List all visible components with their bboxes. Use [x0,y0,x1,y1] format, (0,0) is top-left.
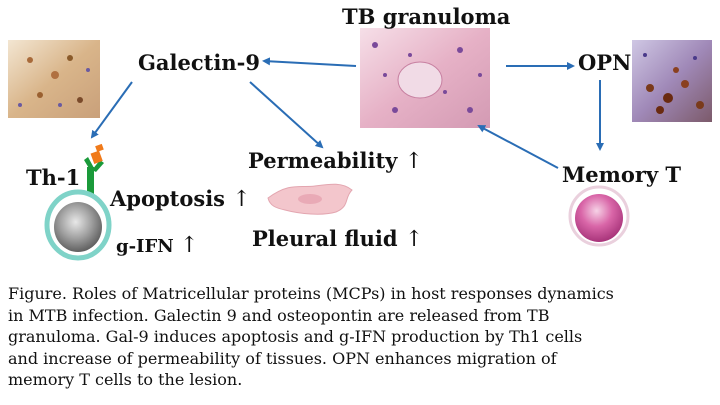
tb-granuloma-label: TB granuloma [342,4,511,29]
caption-line: Figure. Roles of Matricellular proteins … [8,284,614,303]
pleural-fluid-text: Pleural fluid [252,226,398,251]
apoptosis-increase-arrow: ↑ [232,187,251,212]
caption-line: granuloma. Gal-9 induces apoptosis and g… [8,327,583,346]
arrow-galectin9-to-permeability [249,81,324,149]
opn-label: OPN [578,50,632,75]
caption-line: in MTB infection. Galectin 9 and osteopo… [8,305,550,325]
memory-t-cell-icon [568,185,630,247]
granuloma-histology-image [360,28,490,128]
permeability-increase-arrow: ↑ [404,149,424,174]
figure-caption: Figure. Roles of Matricellular proteins … [8,283,714,391]
pleural-fluid-increase-arrow: ↑ [404,227,424,252]
permeability-label: Permeability ↑ [248,150,423,173]
arrow-memory-t-to-granuloma [477,125,559,169]
memory-t-label: Memory T [562,162,682,187]
th1-cell-icon [44,143,112,261]
galectin-histology-image [8,40,100,118]
permeability-text: Permeability [248,148,398,173]
diagram-graphics [8,28,712,261]
endothelial-cell-icon [267,183,353,215]
caption-line: and increase of permeability of tissues.… [8,348,557,368]
th1-label: Th-1 [26,165,81,190]
apoptosis-label: Apoptosis ↑ [110,188,251,211]
arrow-granuloma-to-galectin9 [262,57,357,67]
gifn-label: g-IFN ↑ [116,235,198,257]
opn-histology-image [632,40,712,122]
gifn-increase-arrow: ↑ [180,233,199,258]
arrow-galectin9-to-th1 [90,81,133,139]
pleural-fluid-label: Pleural fluid ↑ [252,228,423,251]
apoptosis-text: Apoptosis [110,186,225,211]
caption-line: memory T cells to the lesion. [8,370,243,389]
gifn-text: g-IFN [116,236,174,257]
galectin9-label: Galectin-9 [138,50,260,75]
